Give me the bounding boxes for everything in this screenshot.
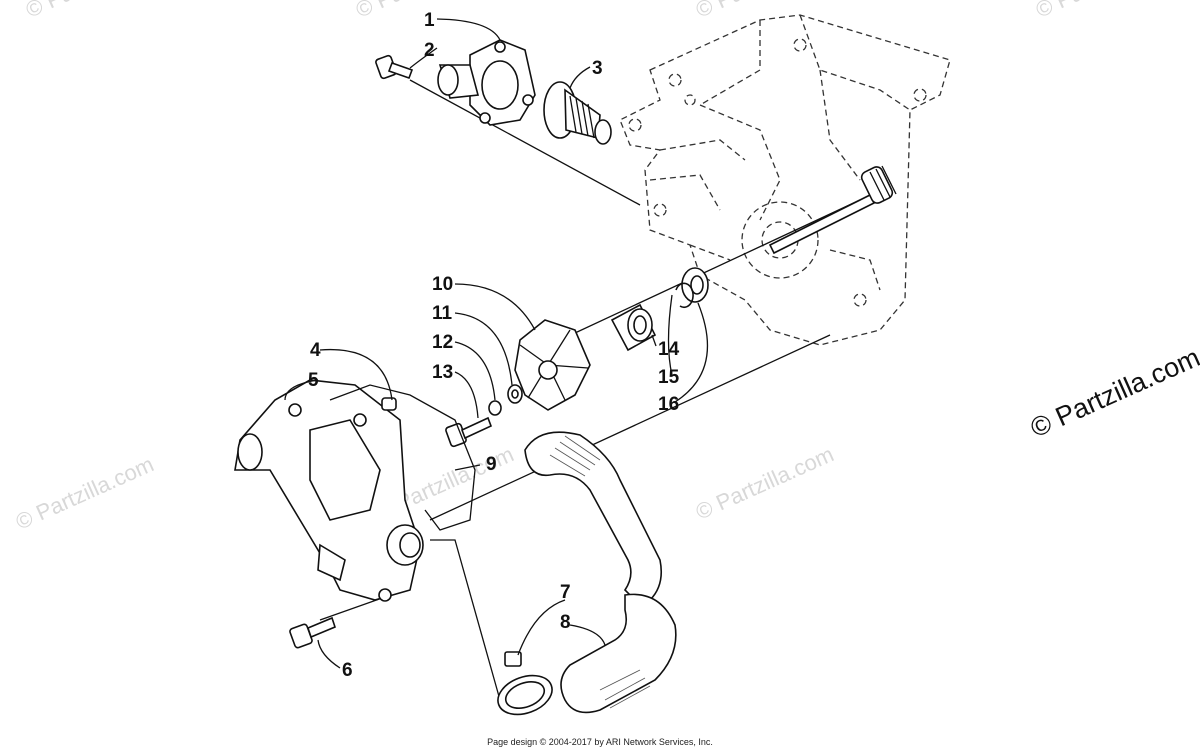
callout-8: 8 <box>560 612 571 633</box>
part-15-snap-ring <box>675 282 694 309</box>
callout-7: 7 <box>560 582 571 603</box>
callout-5: 5 <box>308 370 319 391</box>
engine-case <box>619 14 951 346</box>
part-2-bolt <box>375 54 414 80</box>
callout-13: 13 <box>432 362 453 383</box>
callout-9: 9 <box>486 454 497 475</box>
callout-15: 15 <box>658 367 680 388</box>
part-hose-upper <box>524 431 663 606</box>
footer-copyright: Page design © 2004-2017 by ARI Network S… <box>487 737 713 747</box>
part-9-gasket <box>329 384 476 531</box>
callout-11: 11 <box>432 303 453 324</box>
watermark-4: © Partzilla.com <box>22 0 168 23</box>
callout-2: 2 <box>424 40 435 61</box>
part-1-thermostat-housing <box>437 39 536 126</box>
reference-lines <box>319 79 861 701</box>
callout-10: 10 <box>432 274 453 295</box>
part-4-dowel-pin <box>381 397 397 411</box>
callout-14: 14 <box>658 339 680 360</box>
callout-6: 6 <box>342 660 353 681</box>
pump-shaft <box>768 165 897 255</box>
part-7-clamp <box>497 651 553 716</box>
part-8-hose <box>560 593 677 714</box>
watermark-1: © Partzilla.com <box>12 451 158 534</box>
part-14-mechanical-seal <box>610 303 657 352</box>
watermark-3: © Partzilla.com <box>692 441 838 524</box>
part-16-seal <box>681 267 709 303</box>
callout-1: 1 <box>424 10 435 31</box>
watermark-7: © Partzilla.com <box>1032 0 1178 23</box>
leader-lines <box>284 18 709 669</box>
callout-4: 4 <box>310 340 321 361</box>
callout-12: 12 <box>432 332 453 353</box>
part-10-impeller <box>514 319 591 411</box>
part-11-washer <box>507 384 523 404</box>
callouts: 1 2 3 4 5 6 7 8 9 10 11 12 13 14 15 16 <box>308 10 680 681</box>
callout-3: 3 <box>592 58 603 79</box>
part-12-washer <box>488 400 502 416</box>
part-6-bolt <box>289 616 336 649</box>
callout-16: 16 <box>658 394 679 415</box>
part-3-thermostat <box>543 81 612 145</box>
part-13-bolt <box>445 416 493 448</box>
part-5-pump-cover <box>234 379 424 602</box>
